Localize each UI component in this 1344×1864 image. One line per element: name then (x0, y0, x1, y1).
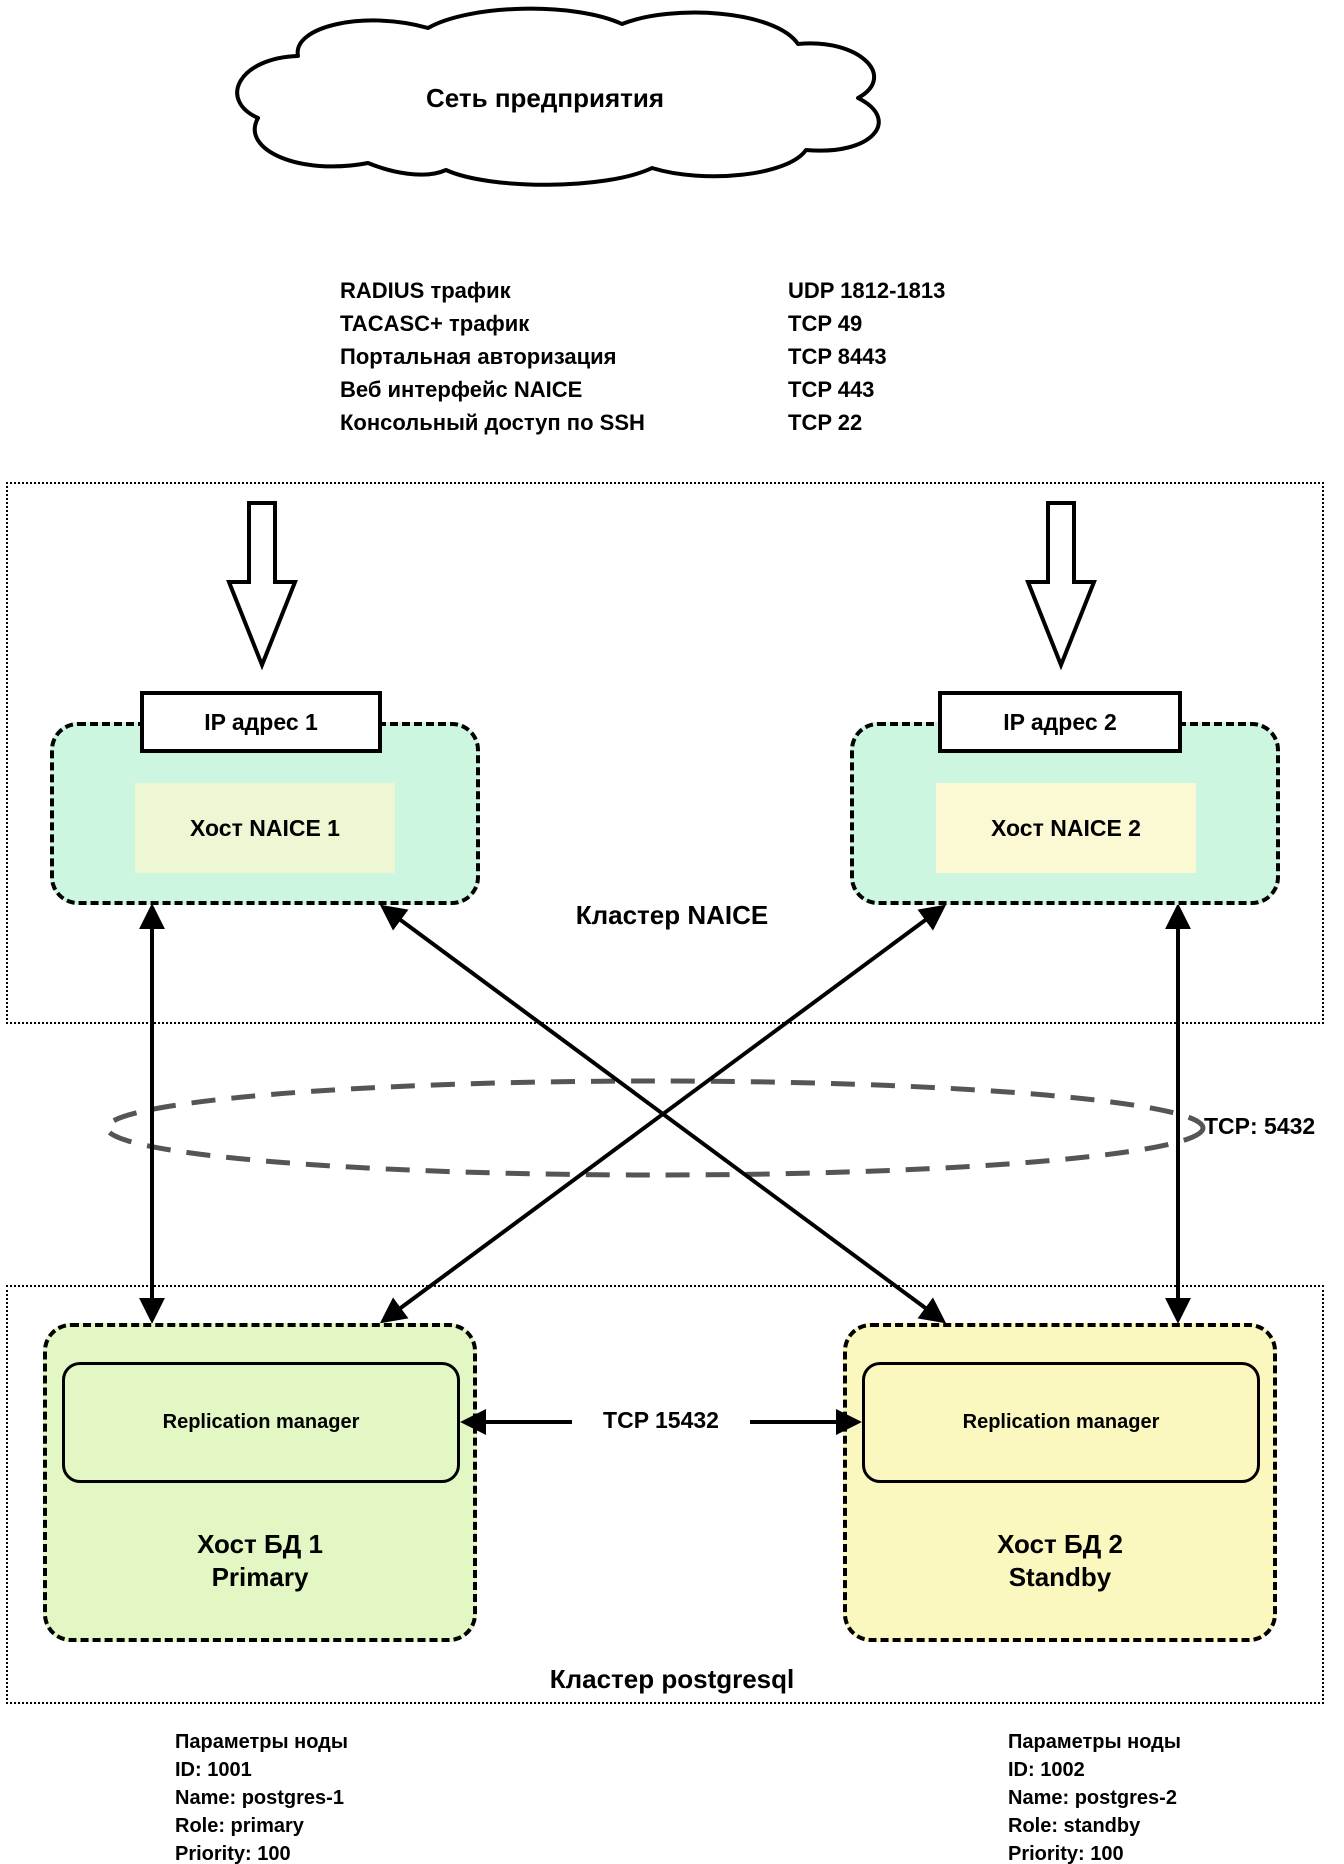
legend-row: Портальная авторизация TCP 8443 (340, 340, 945, 373)
legend-row: Веб интерфейс NAICE TCP 443 (340, 373, 945, 406)
node-param-name: Name: postgres-1 (175, 1787, 344, 1809)
node-param-name: Name: postgres-2 (1008, 1787, 1177, 1809)
arrow-naice2-db1 (379, 904, 947, 1324)
db-host-1-name: Хост БД 1 (197, 1529, 323, 1559)
db-network-ellipse (104, 1078, 1206, 1178)
node-param-role: Role: standby (1008, 1815, 1141, 1837)
node-param-priority: Priority: 100 (1008, 1843, 1124, 1864)
node-param-priority: Priority: 100 (175, 1843, 291, 1864)
replication-manager-1-box: Replication manager (62, 1362, 460, 1483)
node-params-title: Параметры ноды (1008, 1731, 1181, 1753)
tcp-5432-label: TCP: 5432 (1204, 1113, 1316, 1139)
tcp-15432-label: TCP 15432 (572, 1407, 750, 1434)
ip-address-1-box: IP адрес 1 (140, 691, 382, 753)
legend-label: Веб интерфейс NAICE (340, 377, 583, 402)
legend-value: TCP 49 (788, 311, 863, 336)
legend-row: RADIUS трафик UDP 1812-1813 (340, 274, 945, 307)
legend-label: Консольный доступ по SSH (340, 410, 645, 435)
db-host-2-role: Standby (1008, 1562, 1112, 1592)
node-param-id: ID: 1001 (175, 1759, 252, 1781)
inbound-traffic-arrow-right-icon (1025, 501, 1097, 671)
legend-row: TACASC+ трафик TCP 49 (340, 307, 945, 340)
legend-label: Портальная авторизация (340, 344, 617, 369)
naice-host-2-label: Хост NAICE 2 (936, 783, 1196, 873)
node-params-right: Параметры ноды ID: 1002 Name: postgres-2… (1008, 1728, 1181, 1864)
traffic-legend: RADIUS трафик UDP 1812-1813 TACASC+ траф… (340, 274, 945, 439)
legend-value: TCP 22 (788, 410, 863, 435)
enterprise-network-cloud (235, 6, 881, 187)
legend-row: Консольный доступ по SSH TCP 22 (340, 406, 945, 439)
replication-manager-2-box: Replication manager (862, 1362, 1260, 1483)
db-host-2-label: Хост БД 2 Standby (843, 1528, 1277, 1594)
legend-value: TCP 8443 (788, 344, 887, 369)
inbound-traffic-arrow-left-icon (226, 501, 298, 671)
db-host-1-label: Хост БД 1 Primary (43, 1528, 477, 1594)
legend-label: TACASC+ трафик (340, 311, 530, 336)
ip-address-2-box: IP адрес 2 (938, 691, 1182, 753)
enterprise-network-label: Сеть предприятия (425, 83, 664, 113)
node-param-id: ID: 1002 (1008, 1759, 1085, 1781)
postgresql-cluster-label: Кластер postgresql (549, 1664, 795, 1694)
naice-host-1-label: Хост NAICE 1 (135, 783, 395, 873)
node-params-left: Параметры ноды ID: 1001 Name: postgres-1… (175, 1728, 348, 1864)
node-params-title: Параметры ноды (175, 1731, 348, 1753)
db-host-2-name: Хост БД 2 (997, 1529, 1123, 1559)
legend-value: TCP 443 (788, 377, 875, 402)
legend-value: UDP 1812-1813 (788, 278, 946, 303)
db-host-1-role: Primary (211, 1562, 309, 1592)
node-param-role: Role: primary (175, 1815, 304, 1837)
legend-label: RADIUS трафик (340, 278, 511, 303)
